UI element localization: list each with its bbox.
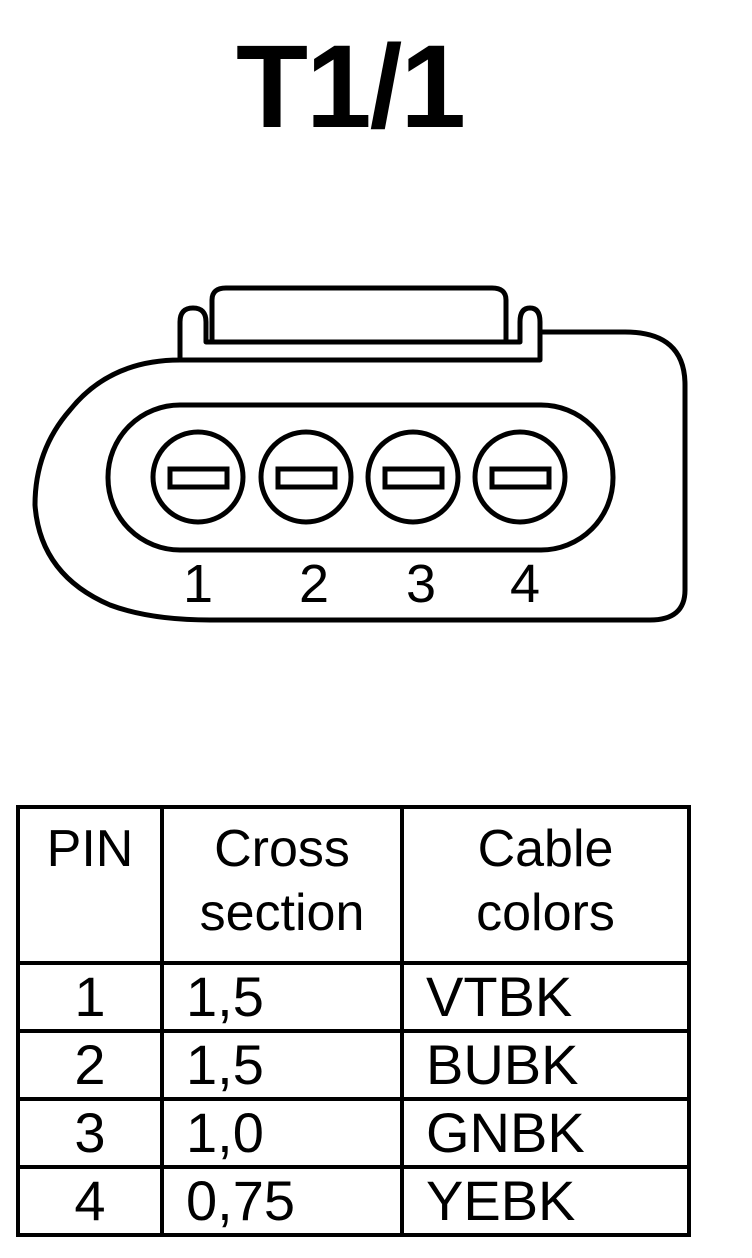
table-row: 4 0,75 YEBK xyxy=(16,1165,691,1237)
table-row: 2 1,5 BUBK xyxy=(16,1029,691,1101)
header-pin: PIN xyxy=(16,805,164,965)
connector-diagram: 1 2 3 4 xyxy=(32,285,688,623)
pin-1-socket xyxy=(150,429,246,525)
locking-tab-outer xyxy=(177,305,543,360)
connector-title: T1/1 xyxy=(235,21,466,153)
cell-cable-color: YEBK xyxy=(400,1165,691,1237)
cell-cable-color: BUBK xyxy=(400,1029,691,1101)
cell-pin: 1 xyxy=(16,961,164,1033)
pin-3-terminal xyxy=(382,466,445,490)
cell-cross-section: 1,0 xyxy=(160,1097,404,1169)
header-cable-colors: Cable colors xyxy=(400,805,691,965)
table-header-row: PIN Cross section Cable colors xyxy=(16,805,691,965)
pin-2 xyxy=(258,429,354,525)
pin-label-2: 2 xyxy=(299,554,329,614)
pin-2-socket xyxy=(258,429,354,525)
pin-4-terminal xyxy=(489,466,552,490)
pin-label-1: 1 xyxy=(183,554,213,614)
table-row: 1 1,5 VTBK xyxy=(16,961,691,1033)
pin-1 xyxy=(150,429,246,525)
cell-pin: 2 xyxy=(16,1029,164,1101)
pin-assignment-table: PIN Cross section Cable colors 1 1,5 VTB… xyxy=(16,805,691,1237)
header-cable-colors-line-2: colors xyxy=(476,884,615,942)
table-row: 3 1,0 GNBK xyxy=(16,1097,691,1169)
pin-label-4: 4 xyxy=(510,554,540,614)
cell-pin: 4 xyxy=(16,1165,164,1237)
connector-housing-outline xyxy=(32,329,688,623)
header-cable-colors-line-1: Cable xyxy=(477,820,614,878)
cell-pin: 3 xyxy=(16,1097,164,1169)
locking-tab-inner xyxy=(209,285,509,342)
cell-cross-section: 1,5 xyxy=(160,1029,404,1101)
pin-1-terminal xyxy=(167,466,230,490)
pin-3 xyxy=(365,429,461,525)
cell-cable-color: GNBK xyxy=(400,1097,691,1169)
pin-cavity xyxy=(105,402,616,553)
header-cross-section-line-1: Cross xyxy=(214,820,350,878)
pin-4 xyxy=(472,429,568,525)
pin-3-socket xyxy=(365,429,461,525)
pin-2-terminal xyxy=(275,466,338,490)
cell-cross-section: 1,5 xyxy=(160,961,404,1033)
pin-label-3: 3 xyxy=(406,554,436,614)
cell-cross-section: 0,75 xyxy=(160,1165,404,1237)
header-cross-section: Cross section xyxy=(160,805,404,965)
cell-cable-color: VTBK xyxy=(400,961,691,1033)
header-cross-section-line-2: section xyxy=(199,884,365,942)
header-pin-label: PIN xyxy=(46,820,134,878)
pin-4-socket xyxy=(472,429,568,525)
